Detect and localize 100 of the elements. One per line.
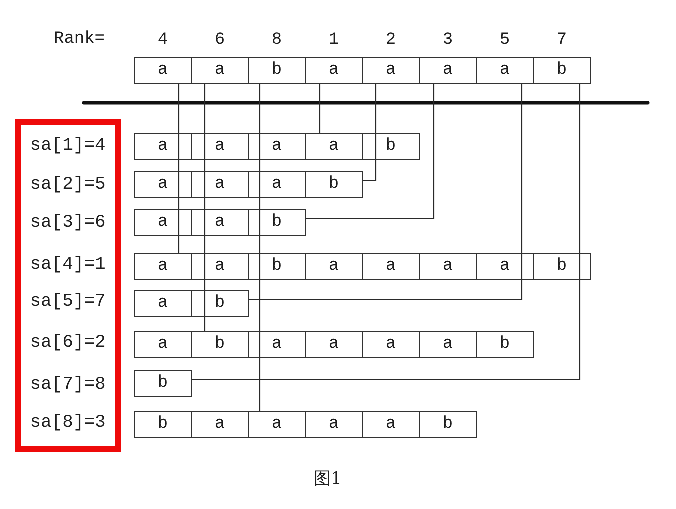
character-cell: [248, 133, 306, 160]
sa-entry: sa[2]=5: [30, 174, 106, 196]
character-cell: [134, 370, 192, 397]
character-text: a: [214, 258, 226, 275]
sa-entry: sa[5]=7: [30, 291, 106, 313]
character-text: b: [556, 62, 568, 79]
rank-number: 4: [158, 32, 168, 49]
character-text: a: [272, 336, 282, 353]
rank-number: 6: [214, 32, 226, 49]
character-text: a: [158, 176, 168, 193]
character-text: a: [386, 62, 396, 79]
character-cell: [191, 290, 249, 317]
character-cell: [476, 57, 534, 84]
rank-number: 7: [556, 32, 568, 49]
suffix-array-panel: [15, 119, 121, 452]
character-cell: [533, 253, 591, 280]
figure-caption: 图1: [314, 471, 342, 488]
character-cell: [134, 253, 192, 280]
character-text: a: [442, 336, 454, 353]
leader-line: [248, 83, 523, 301]
character-text: b: [214, 295, 226, 312]
character-text: a: [386, 258, 396, 275]
character-cell: [248, 331, 306, 358]
character-cell: [191, 331, 249, 358]
character-text: a: [386, 336, 396, 353]
character-text: a: [158, 138, 168, 155]
rank-number: 3: [442, 32, 454, 49]
character-cell: [305, 57, 363, 84]
character-text: b: [158, 375, 168, 392]
character-text: b: [328, 176, 340, 193]
character-cell: [134, 290, 192, 317]
character-text: a: [214, 176, 226, 193]
character-text: a: [328, 416, 340, 433]
rank-number: 5: [500, 32, 510, 49]
character-cell: [419, 57, 477, 84]
sa-entry: sa[7]=8: [30, 374, 106, 396]
character-text: b: [272, 214, 282, 231]
character-text: a: [158, 295, 168, 312]
character-cell: [362, 331, 420, 358]
character-text: a: [442, 258, 454, 275]
character-cell: [476, 331, 534, 358]
character-text: b: [556, 258, 568, 275]
character-cell: [191, 253, 249, 280]
character-text: a: [386, 416, 396, 433]
character-cell: [419, 253, 477, 280]
leader-line: [204, 83, 206, 331]
character-text: b: [386, 138, 396, 155]
sa-entry: sa[1]=4: [30, 135, 106, 157]
character-text: a: [158, 62, 168, 79]
character-text: a: [158, 258, 168, 275]
character-cell: [134, 57, 192, 84]
character-text: a: [500, 62, 510, 79]
character-text: a: [214, 214, 226, 231]
rank-number: 1: [328, 32, 340, 49]
character-text: a: [214, 138, 226, 155]
character-text: a: [158, 214, 168, 231]
character-text: a: [158, 336, 168, 353]
character-cell: [248, 57, 306, 84]
rank-number: 8: [272, 32, 282, 49]
sa-entry: sa[3]=6: [30, 212, 106, 234]
character-cell: [134, 331, 192, 358]
character-cell: [362, 253, 420, 280]
character-text: a: [272, 138, 282, 155]
leader-line: [191, 83, 581, 381]
character-cell: [362, 133, 420, 160]
character-text: b: [442, 416, 454, 433]
character-text: a: [214, 62, 226, 79]
leader-line: [259, 83, 261, 411]
character-cell: [134, 171, 192, 198]
character-cell: [305, 331, 363, 358]
rank-heading: Rank=: [54, 31, 106, 48]
character-text: b: [272, 258, 282, 275]
leader-line: [319, 83, 321, 133]
character-cell: [134, 209, 192, 236]
character-text: b: [272, 62, 282, 79]
character-cell: [191, 133, 249, 160]
character-text: a: [328, 336, 340, 353]
character-cell: [248, 209, 306, 236]
character-cell: [134, 133, 192, 160]
character-cell: [362, 411, 420, 438]
character-cell: [248, 171, 306, 198]
character-cell: [419, 411, 477, 438]
sa-entry: sa[4]=1: [30, 254, 106, 276]
sa-entry: sa[6]=2: [30, 332, 106, 354]
character-cell: [248, 411, 306, 438]
leader-line: [362, 83, 377, 182]
rank-number: 2: [386, 32, 396, 49]
character-cell: [248, 253, 306, 280]
character-text: a: [214, 416, 226, 433]
leader-line: [305, 83, 435, 220]
character-cell: [191, 57, 249, 84]
character-text: a: [442, 62, 454, 79]
character-text: b: [158, 416, 168, 433]
character-text: a: [272, 176, 282, 193]
character-cell: [362, 57, 420, 84]
character-cell: [305, 171, 363, 198]
character-text: b: [214, 336, 226, 353]
character-cell: [305, 133, 363, 160]
character-cell: [419, 331, 477, 358]
sa-entry: sa[8]=3: [30, 412, 106, 434]
